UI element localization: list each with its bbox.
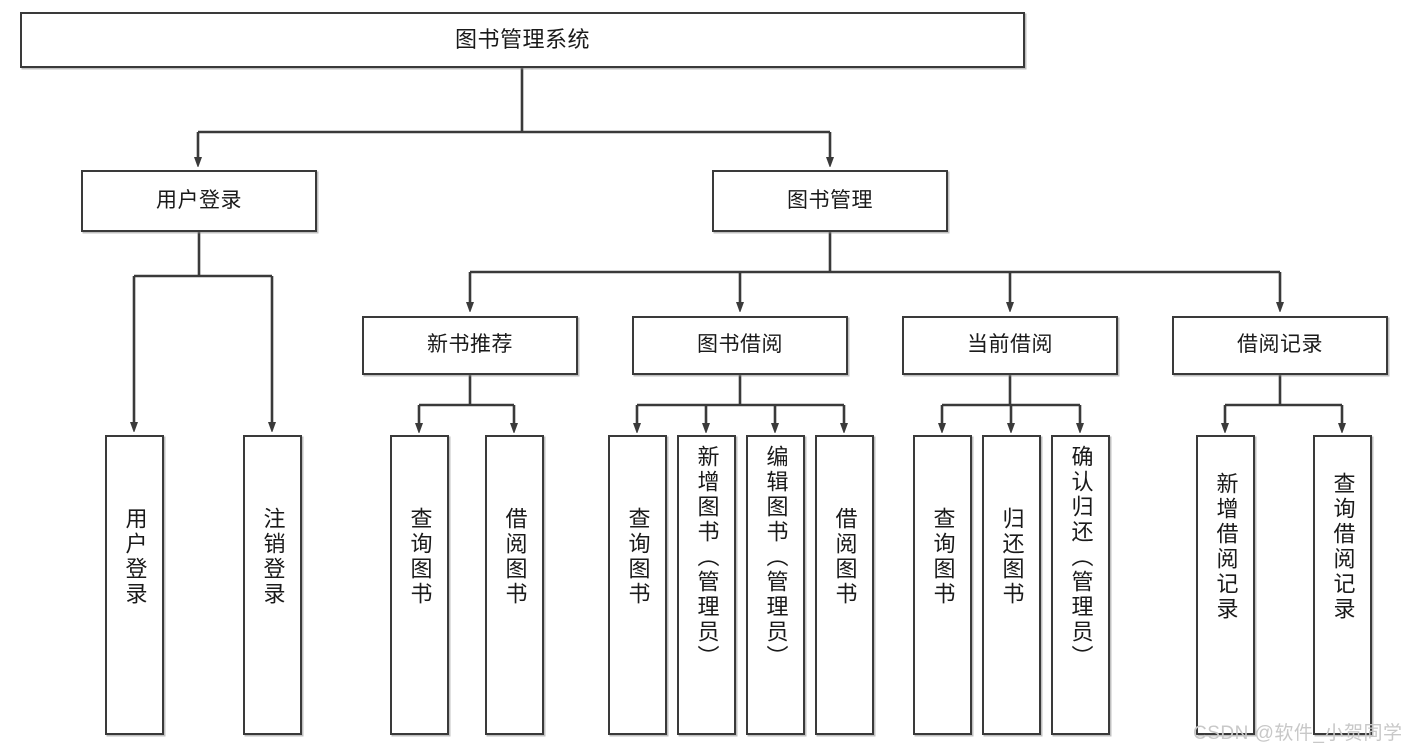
node-book-manage-label: 图书管理 xyxy=(787,188,873,212)
node-current-borrow[interactable]: 当前借阅 xyxy=(902,316,1118,375)
leaf-query-book-2-label: 查询图书 xyxy=(625,507,651,607)
leaf-borrow-book-2[interactable]: 借阅图书 xyxy=(815,435,874,735)
leaf-add-book-label: 新增图书（管理员） xyxy=(694,445,720,670)
leaf-add-book[interactable]: 新增图书（管理员） xyxy=(677,435,736,735)
leaf-query-book-3-label: 查询图书 xyxy=(930,507,956,607)
leaf-borrow-book-1-label: 借阅图书 xyxy=(502,507,528,607)
leaf-return-book[interactable]: 归还图书 xyxy=(982,435,1041,735)
leaf-query-book-1[interactable]: 查询图书 xyxy=(390,435,449,735)
leaf-query-book-2[interactable]: 查询图书 xyxy=(608,435,667,735)
leaf-query-book-1-label: 查询图书 xyxy=(407,507,433,607)
leaf-logout-label: 注销登录 xyxy=(260,507,286,607)
node-book-borrow-label: 图书借阅 xyxy=(697,333,783,357)
leaf-borrow-book-2-label: 借阅图书 xyxy=(832,507,858,607)
node-user-login-label: 用户登录 xyxy=(156,188,242,212)
node-current-borrow-label: 当前借阅 xyxy=(967,333,1053,357)
node-root-system-label: 图书管理系统 xyxy=(454,27,590,53)
leaf-logout[interactable]: 注销登录 xyxy=(243,435,302,735)
node-borrow-record-label: 借阅记录 xyxy=(1237,333,1323,357)
node-book-borrow[interactable]: 图书借阅 xyxy=(632,316,848,375)
leaf-user-login-label: 用户登录 xyxy=(122,507,148,607)
node-user-login[interactable]: 用户登录 xyxy=(81,170,317,232)
leaf-confirm-return-label: 确认归还（管理员） xyxy=(1068,445,1094,670)
node-root-system[interactable]: 图书管理系统 xyxy=(20,12,1025,68)
node-new-book-recommend-label: 新书推荐 xyxy=(427,333,513,357)
leaf-add-record-label: 新增借阅记录 xyxy=(1213,472,1239,622)
leaf-confirm-return[interactable]: 确认归还（管理员） xyxy=(1051,435,1110,735)
node-book-manage[interactable]: 图书管理 xyxy=(712,170,948,232)
leaf-query-record[interactable]: 查询借阅记录 xyxy=(1313,435,1372,735)
node-new-book-recommend[interactable]: 新书推荐 xyxy=(362,316,578,375)
leaf-query-record-label: 查询借阅记录 xyxy=(1330,472,1356,622)
node-borrow-record[interactable]: 借阅记录 xyxy=(1172,316,1388,375)
leaf-add-record[interactable]: 新增借阅记录 xyxy=(1196,435,1255,735)
leaf-return-book-label: 归还图书 xyxy=(999,507,1025,607)
leaf-user-login[interactable]: 用户登录 xyxy=(105,435,164,735)
leaf-edit-book[interactable]: 编辑图书（管理员） xyxy=(746,435,805,735)
leaf-borrow-book-1[interactable]: 借阅图书 xyxy=(485,435,544,735)
leaf-query-book-3[interactable]: 查询图书 xyxy=(913,435,972,735)
leaf-edit-book-label: 编辑图书（管理员） xyxy=(763,445,789,670)
